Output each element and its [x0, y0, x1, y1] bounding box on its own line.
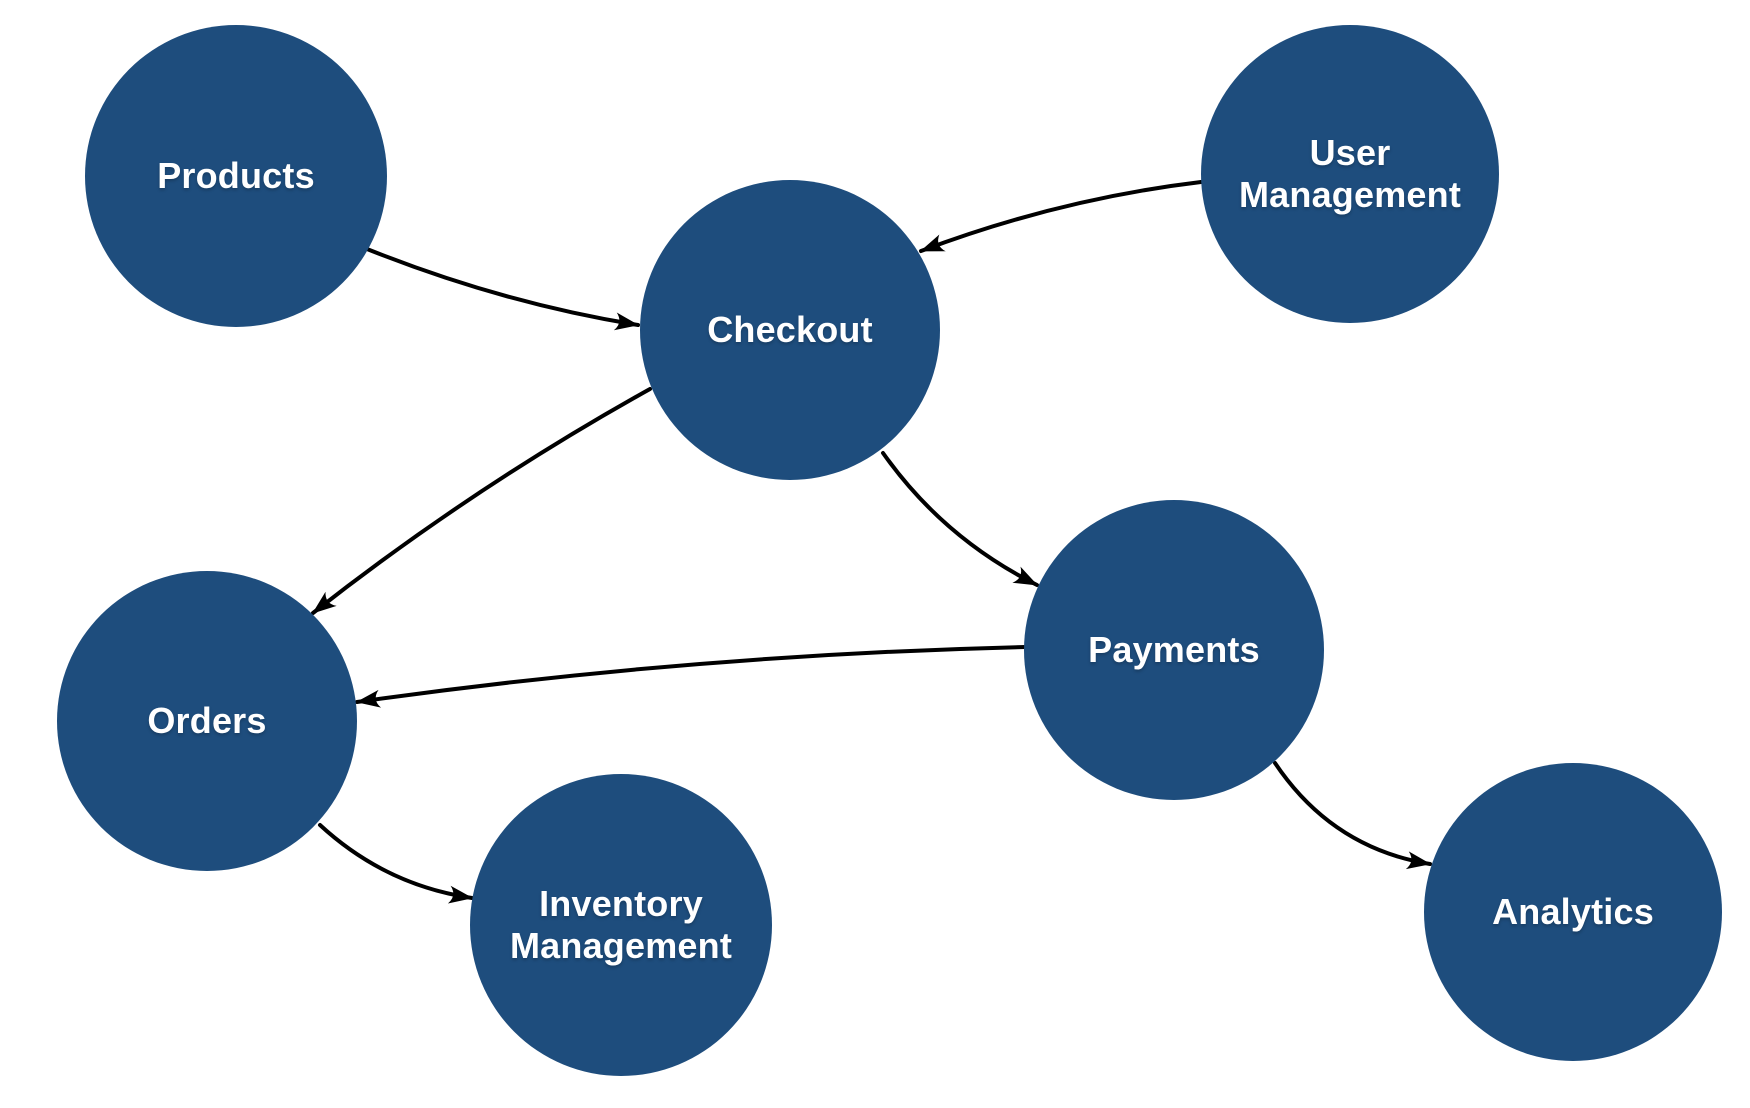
- node-products[interactable]: Products: [85, 25, 387, 327]
- edge-products-to-checkout: [365, 247, 640, 331]
- edge-user-management-to-checkout: [919, 180, 1203, 253]
- edge-orders-to-inventory-management: [318, 823, 474, 904]
- edge-payments-to-analytics: [1273, 761, 1432, 870]
- node-label-checkout: Checkout: [707, 308, 873, 350]
- node-label-analytics: Analytics: [1492, 890, 1654, 932]
- edge-checkout-to-payments: [881, 451, 1039, 587]
- node-checkout[interactable]: Checkout: [640, 180, 940, 480]
- edge-checkout-to-orders: [311, 387, 652, 615]
- node-payments[interactable]: Payments: [1024, 500, 1324, 800]
- node-orders[interactable]: Orders: [57, 571, 357, 871]
- node-label-products: Products: [157, 154, 315, 196]
- node-label-user-management: User Management: [1238, 131, 1462, 215]
- node-user-management[interactable]: User Management: [1201, 25, 1499, 323]
- node-inventory-management[interactable]: Inventory Management: [470, 774, 772, 1076]
- node-label-orders: Orders: [147, 699, 267, 741]
- node-label-payments: Payments: [1088, 628, 1260, 670]
- node-analytics[interactable]: Analytics: [1424, 763, 1722, 1061]
- node-label-inventory-management: Inventory Management: [509, 882, 733, 966]
- edge-payments-to-orders: [355, 645, 1027, 708]
